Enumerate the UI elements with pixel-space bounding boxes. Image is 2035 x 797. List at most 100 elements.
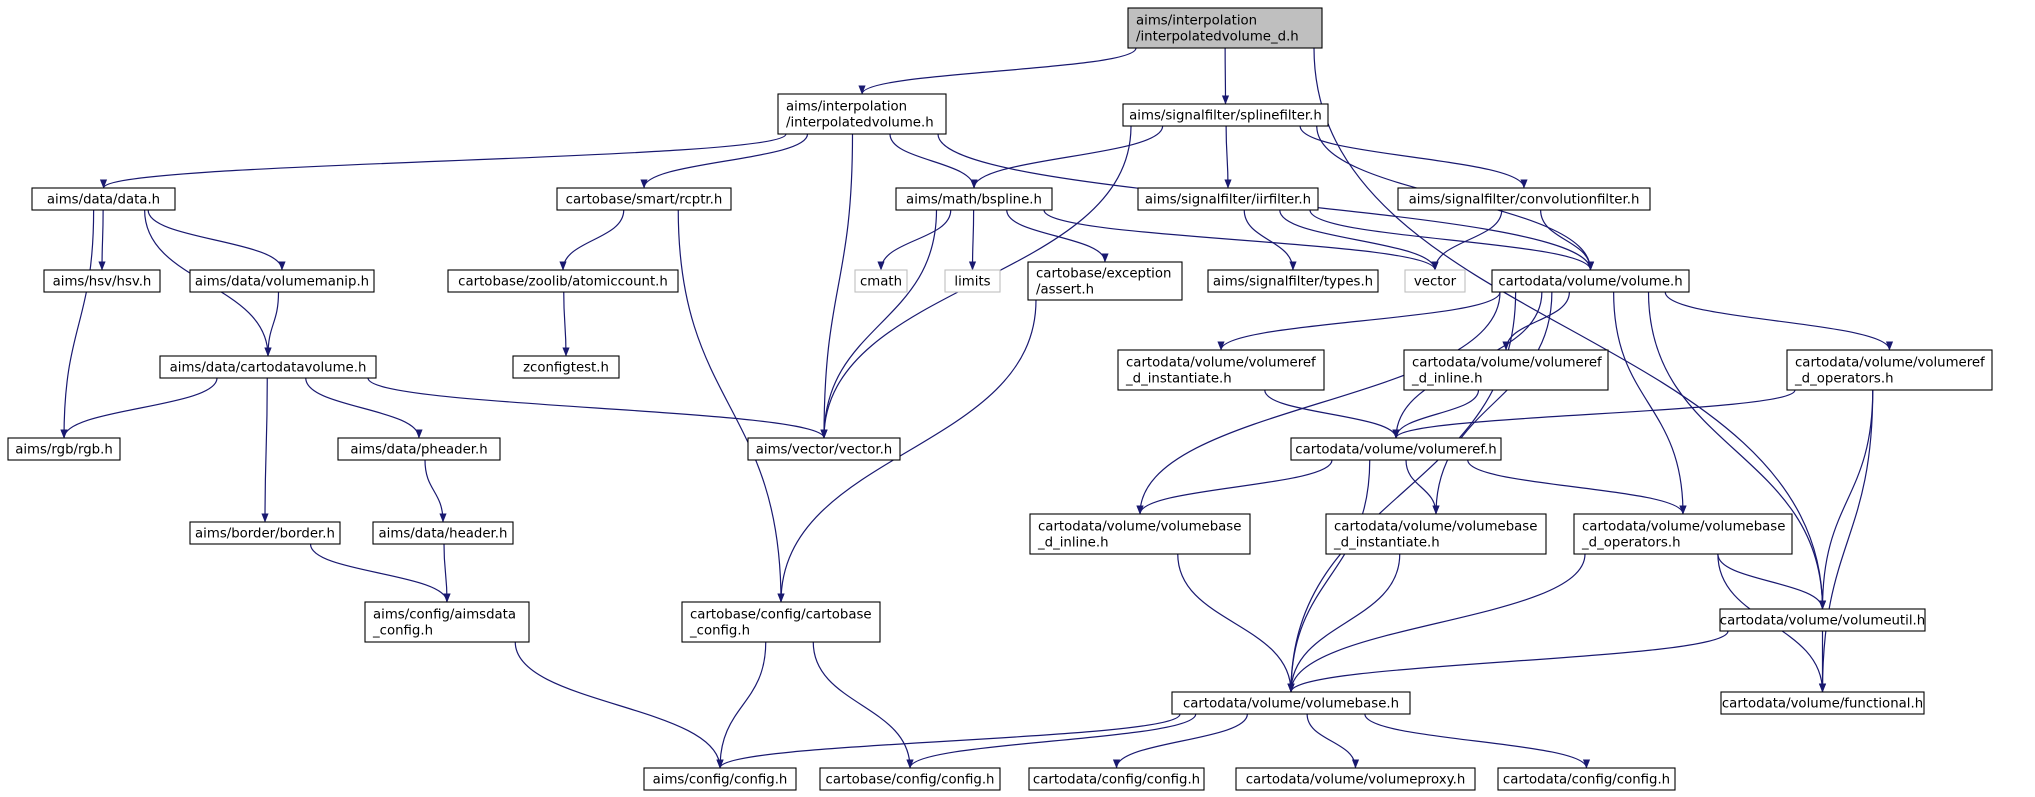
dependency-edge	[1432, 291, 1553, 515]
edge-header-to-aimsdataconf	[443, 543, 451, 603]
node-datah[interactable]: aims/data/data.h	[31, 187, 176, 211]
nodes-layer: aims/interpolation/interpolatedvolume_d.…	[7, 7, 1993, 791]
node-header[interactable]: aims/data/header.h	[372, 521, 514, 545]
node-vmanip[interactable]: aims/data/volumemanip.h	[189, 269, 375, 293]
node-label: aims/data/header.h	[379, 527, 508, 542]
node-zconfig[interactable]: zconfigtest.h	[512, 355, 620, 379]
node-label: cartobase/zoolib/atomiccount.h	[458, 275, 668, 290]
node-aimsconfig[interactable]: aims/config/config.h	[643, 767, 797, 791]
node-interp[interactable]: aims/interpolation/interpolatedvolume.h	[777, 93, 947, 135]
node-rcptr[interactable]: cartobase/smart/rcptr.h	[556, 187, 732, 211]
node-box	[189, 269, 375, 293]
node-label: cartodata/volume/volumeproxy.h	[1246, 773, 1466, 788]
node-label: aims/data/volumemanip.h	[195, 275, 369, 290]
node-vbinst[interactable]: cartodata/volume/volumebase_d_instantiat…	[1325, 513, 1547, 555]
node-cartovol[interactable]: aims/data/cartodatavolume.h	[159, 355, 377, 379]
node-box	[854, 269, 908, 293]
node-label: aims/hsv/hsv.h	[53, 275, 152, 290]
dependency-edge	[1364, 713, 1591, 769]
node-volumeref[interactable]: cartodata/volume/volumeref.h	[1290, 437, 1502, 461]
node-label: limits	[954, 275, 990, 290]
node-cdconfig1[interactable]: cartodata/config/config.h	[1028, 767, 1205, 791]
node-cbconf[interactable]: cartobase/config/cartobase_config.h	[681, 601, 881, 643]
node-box	[1491, 269, 1690, 293]
node-iir[interactable]: aims/signalfilter/iirfilter.h	[1137, 187, 1319, 211]
node-vproxy[interactable]: cartodata/volume/volumeproxy.h	[1235, 767, 1476, 791]
node-label: aims/math/bspline.h	[906, 193, 1042, 208]
node-label: cartodata/volume/volume.h	[1498, 275, 1682, 290]
node-box	[1497, 767, 1676, 791]
node-atomic[interactable]: cartobase/zoolib/atomiccount.h	[447, 269, 679, 293]
dependency-edge	[1405, 459, 1440, 515]
edge-root-to-vutil	[1313, 47, 1827, 610]
edge-vbinst-to-vbase	[1287, 553, 1401, 693]
edge-conv-to-volume	[1540, 209, 1595, 271]
node-vrinst[interactable]: cartodata/volume/volumeref_d_instantiate…	[1117, 349, 1325, 391]
edge-volume-to-vrinst	[1217, 291, 1501, 351]
edge-vbase-to-aimsconfig	[716, 713, 1181, 769]
edges-layer	[60, 47, 1894, 769]
node-label: aims/data/cartodatavolume.h	[170, 361, 367, 376]
dependency-edge	[60, 377, 218, 439]
node-label: cartobase/exception	[1036, 267, 1171, 282]
node-cmath: cmath	[854, 269, 908, 293]
edge-bspline-to-assert	[1006, 209, 1109, 263]
node-vbops[interactable]: cartodata/volume/volumebase_d_operators.…	[1573, 513, 1793, 555]
node-spline[interactable]: aims/signalfilter/splinefilter.h	[1122, 103, 1329, 127]
node-functional[interactable]: cartodata/volume/functional.h	[1720, 691, 1925, 715]
node-bspline[interactable]: aims/math/bspline.h	[895, 187, 1053, 211]
node-box	[1719, 608, 1926, 632]
edge-cartovol-to-pheader	[305, 377, 423, 439]
edge-spline-to-bspline	[970, 125, 1164, 189]
dependency-edge	[1136, 291, 1501, 515]
node-border[interactable]: aims/border/border.h	[189, 521, 341, 545]
node-box	[643, 767, 797, 791]
dependency-edge	[1287, 553, 1586, 693]
node-assert[interactable]: cartobase/exception/assert.h	[1027, 261, 1183, 301]
node-vutil[interactable]: cartodata/volume/volumeutil.h	[1719, 608, 1926, 632]
node-box	[1207, 269, 1379, 293]
node-root[interactable]: aims/interpolation/interpolatedvolume_d.…	[1127, 7, 1323, 49]
node-label: _d_operators.h	[1794, 372, 1894, 387]
node-aimsvector[interactable]: aims/vector/vector.h	[747, 437, 901, 461]
node-vbase[interactable]: cartodata/volume/volumebase.h	[1171, 691, 1411, 715]
dependency-edge	[820, 209, 938, 439]
node-hsv[interactable]: aims/hsv/hsv.h	[43, 269, 161, 293]
dependency-edge	[60, 209, 95, 439]
dependency-edge	[1818, 389, 1874, 610]
node-rgb[interactable]: aims/rgb/rgb.h	[7, 437, 121, 461]
dependency-edge	[1136, 459, 1333, 515]
node-vrinline[interactable]: cartodata/volume/volumeref_d_inline.h	[1403, 349, 1609, 391]
dependency-edge	[1287, 553, 1401, 693]
node-vbinline[interactable]: cartodata/volume/volumebase_d_inline.h	[1029, 513, 1251, 555]
node-box	[337, 437, 501, 461]
node-box	[1127, 7, 1323, 49]
edge-vbase-to-cdconfig2	[1364, 713, 1591, 769]
node-box	[556, 187, 732, 211]
edge-interp-to-rcptr	[640, 133, 809, 189]
node-label: aims/signalfilter/convolutionfilter.h	[1409, 193, 1640, 208]
node-label: vector	[1414, 275, 1457, 290]
node-conv[interactable]: aims/signalfilter/convolutionfilter.h	[1397, 187, 1651, 211]
node-types[interactable]: aims/signalfilter/types.h	[1207, 269, 1379, 293]
edge-vbase-to-cdconfig1	[1112, 713, 1248, 769]
node-label: _config.h	[372, 624, 433, 639]
node-box	[447, 269, 679, 293]
edge-vbase-to-vproxy	[1306, 713, 1360, 769]
node-aimsdataconf[interactable]: aims/config/aimsdata_config.h	[364, 601, 530, 643]
dependency-edge	[1243, 209, 1297, 271]
node-label: cartobase/config/config.h	[826, 773, 995, 788]
dependency-edge	[100, 133, 787, 189]
node-cbconfig[interactable]: cartobase/config/config.h	[819, 767, 1001, 791]
dependency-edge	[1313, 47, 1827, 610]
node-label: cartodata/config/config.h	[1033, 773, 1200, 788]
node-box	[681, 601, 881, 643]
node-volume[interactable]: cartodata/volume/volume.h	[1491, 269, 1690, 293]
node-cdconfig2[interactable]: cartodata/config/config.h	[1497, 767, 1676, 791]
edge-bspline-to-limits	[968, 209, 977, 271]
node-label: cartobase/smart/rcptr.h	[566, 193, 723, 208]
node-label: cartodata/volume/volumebase	[1582, 520, 1785, 535]
node-pheader[interactable]: aims/data/pheader.h	[337, 437, 501, 461]
node-label: aims/rgb/rgb.h	[15, 443, 113, 458]
node-vrops[interactable]: cartodata/volume/volumeref_d_operators.h	[1786, 349, 1993, 391]
